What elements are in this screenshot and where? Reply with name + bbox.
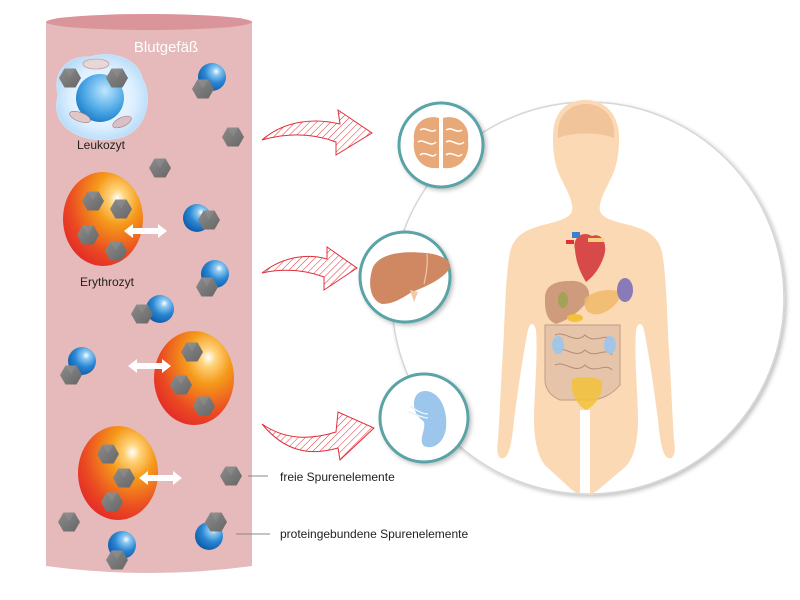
protein-bound-element [192,63,226,99]
leukocyte: Leukozyt [56,54,148,152]
protein-bound-element [106,531,136,570]
exchange-arrow [124,224,167,238]
exchange-arrow [128,359,171,373]
body-stomach [584,290,621,315]
protein-bound-element [195,512,227,550]
protein-bound-element [60,347,96,385]
legend: freie Spurenelemente proteingebundene Sp… [236,470,468,541]
vessel-top [46,14,252,30]
flow-arrow-liver [261,246,358,291]
flow-arrow-kidney [261,411,375,462]
human-body [497,100,675,495]
protein-bound-element [131,295,174,324]
erythrocyte-label: Erythrozyt [80,275,135,289]
kidney-icon [407,391,447,448]
exchange-arrow [139,471,182,485]
legend-free-elements: freie Spurenelemente [280,470,395,484]
legend-protein-bound-elements: proteingebundene Spurenelemente [280,527,468,541]
protein-bound-element [183,204,220,232]
brain-icon [413,117,469,169]
body-spleen [617,278,633,302]
flow-arrow-brain [261,108,373,156]
leukocyte-label: Leukozyt [77,138,126,152]
organ-circle-brain [397,101,485,189]
body-heart [566,232,606,282]
organ-circle-kidney [378,372,470,464]
erythrocyte [78,426,158,520]
liver-icon [370,252,451,304]
organ-circle-liver [358,230,452,324]
erythrocyte [154,331,234,425]
erythrocyte: Erythrozyt [63,172,143,289]
body-brain [557,104,615,138]
protein-bound-element [196,260,229,297]
vessel-label: Blutgefäß [134,39,198,56]
